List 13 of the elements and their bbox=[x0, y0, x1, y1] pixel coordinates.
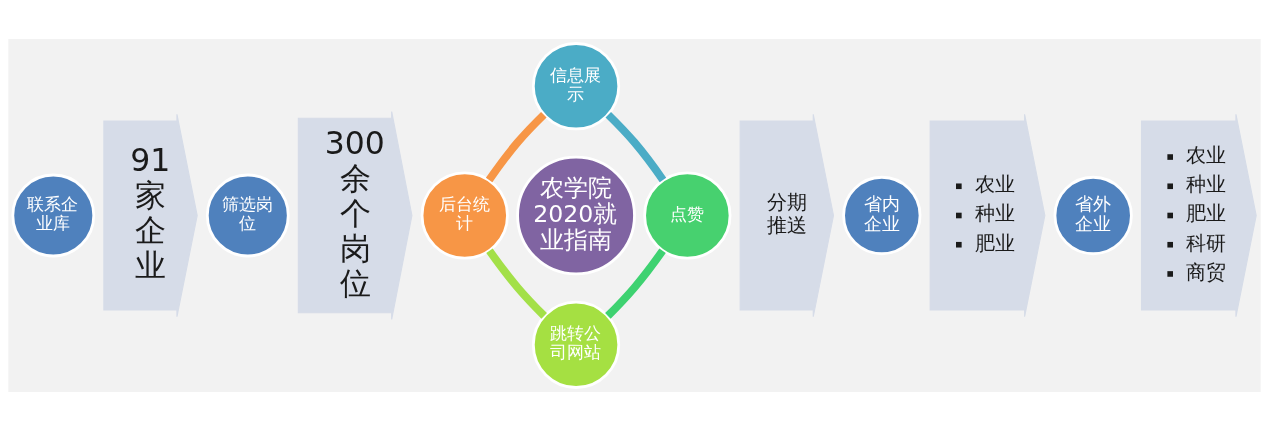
connector bbox=[485, 111, 547, 182]
node-circle: 联系企业库 bbox=[11, 173, 96, 257]
node-circle: 后台统计 bbox=[420, 170, 509, 260]
node-circle: 点赞 bbox=[643, 170, 732, 260]
node-circle: 省内企业 bbox=[842, 175, 922, 255]
connector bbox=[605, 111, 667, 182]
node-circle: 信息展示 bbox=[531, 41, 621, 130]
node-circle: 省外企业 bbox=[1053, 175, 1133, 255]
node-circle: 筛选岗位 bbox=[205, 173, 290, 257]
node-circle: 跳转公司网站 bbox=[531, 300, 621, 389]
connector bbox=[486, 248, 547, 319]
connector bbox=[605, 248, 666, 319]
node-circle: 农学院2020就业指南 bbox=[516, 155, 636, 275]
